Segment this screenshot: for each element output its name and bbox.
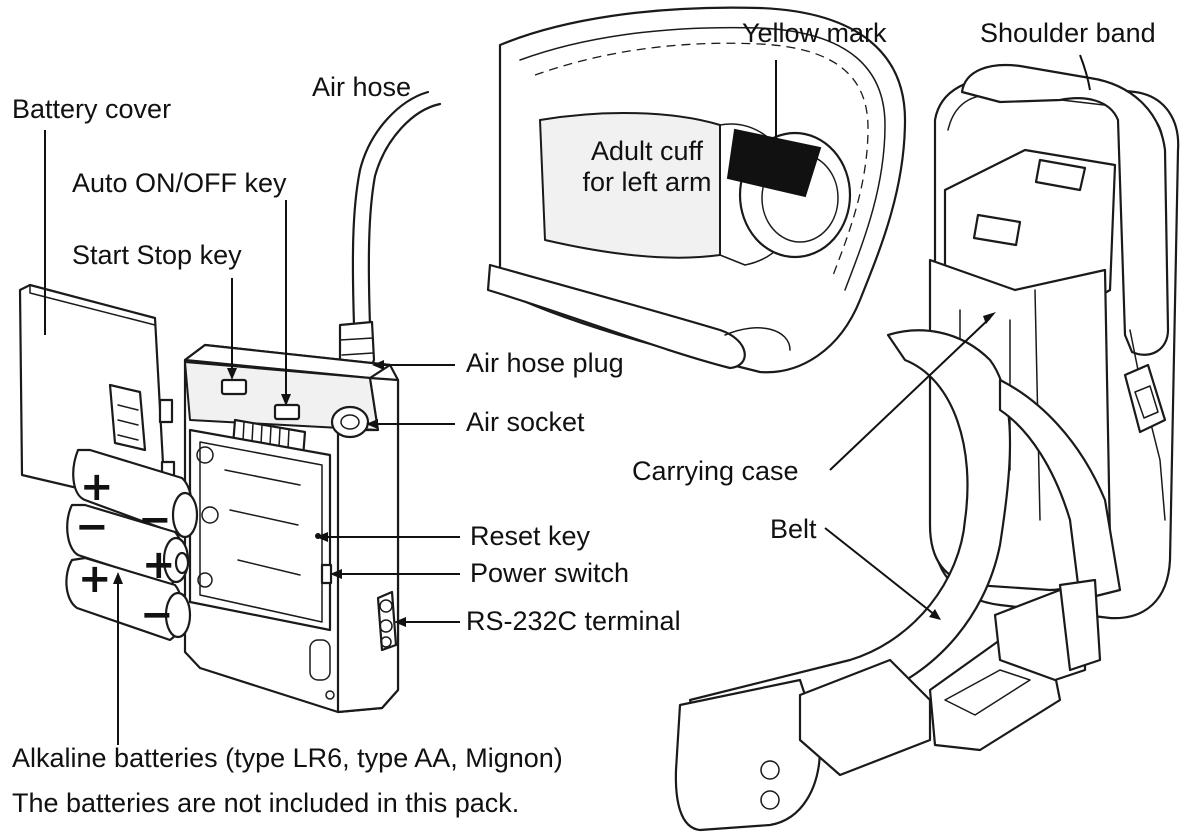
leader-lines (44, 54, 1091, 745)
yellow-mark (726, 128, 822, 198)
battery-plus-2: + (142, 542, 176, 588)
battery-minus-3: − (140, 592, 174, 638)
shoulder-band-label: Shoulder band (980, 18, 1156, 48)
rs232c-terminal-label: RS-232C terminal (466, 606, 681, 636)
carrying-case-label: Carrying case (632, 456, 799, 486)
battery-illustration: + − − + + − (65, 448, 199, 642)
battery-minus-2: − (75, 504, 109, 550)
adult-cuff-label: Adult cuff for left arm (572, 136, 722, 198)
yellow-mark-label: Yellow mark (742, 18, 887, 48)
reset-key-label: Reset key (470, 521, 591, 551)
adult-cuff-label-line1: Adult cuff (590, 136, 704, 166)
belt-illustration (674, 329, 1122, 832)
air-socket-label: Air socket (466, 407, 585, 437)
auto-onoff-key-label: Auto ON/OFF key (72, 168, 287, 198)
battery-minus-1: − (138, 497, 172, 543)
belt-label: Belt (770, 514, 817, 544)
air-hose-label: Air hose (312, 72, 412, 102)
power-switch-label: Power switch (470, 558, 630, 588)
battery-plus-1: + (80, 464, 114, 510)
air-hose-plug-label: Air hose plug (466, 348, 624, 378)
batteries-note: The batteries are not included in this p… (12, 788, 520, 818)
battery-plus-3: + (78, 556, 112, 602)
start-stop-key-label: Start Stop key (72, 240, 242, 270)
battery-cover-label: Battery cover (12, 94, 172, 124)
cuff-illustration (351, 6, 907, 374)
adult-cuff-label-line2: for left arm (582, 167, 712, 198)
alkaline-batteries-label: Alkaline batteries (type LR6, type AA, M… (12, 743, 563, 773)
monitor-device-illustration (183, 320, 400, 714)
